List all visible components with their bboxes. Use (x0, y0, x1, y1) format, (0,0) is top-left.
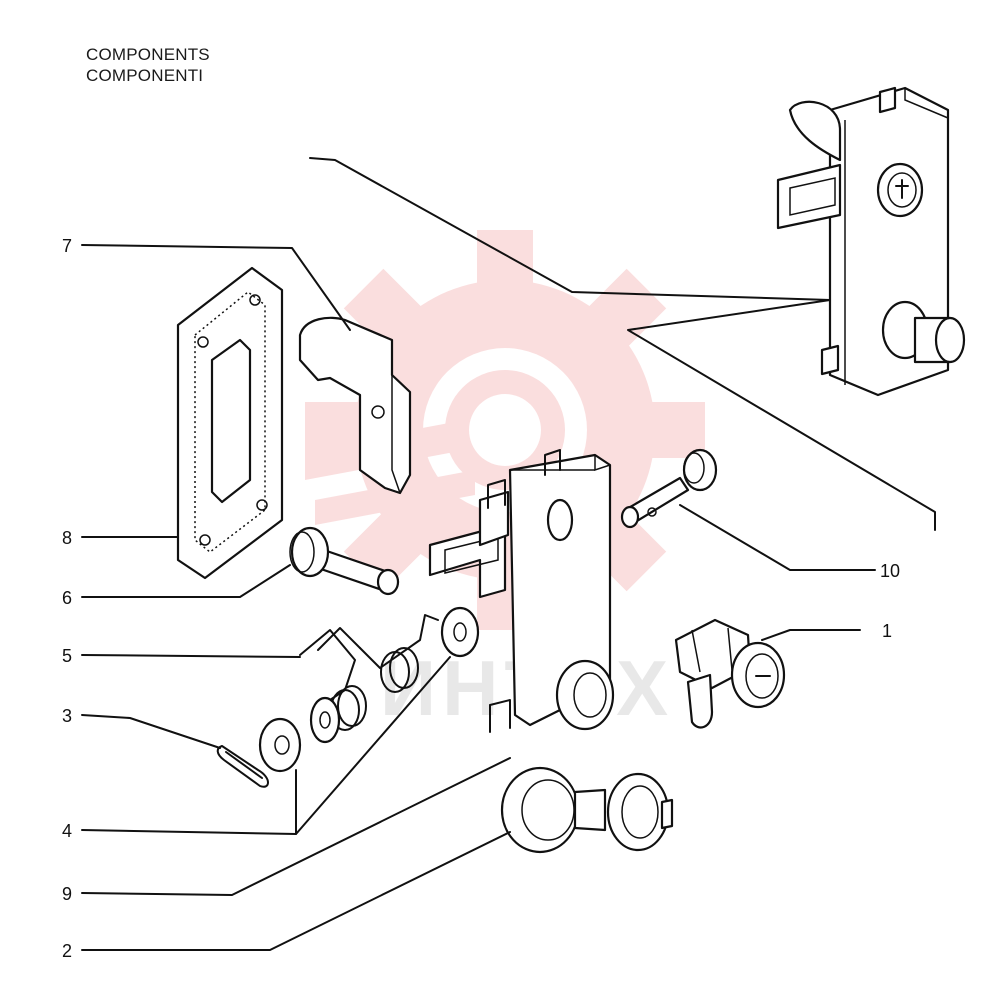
title-english: COMPONENTS (86, 45, 210, 64)
assembled-lock-illustration (776, 86, 966, 397)
bolt-part (620, 448, 718, 529)
diagram-title: COMPONENTS COMPONENTI (86, 44, 210, 86)
pin-part (289, 526, 400, 596)
callout-9: 9 (62, 884, 72, 904)
callout-2: 2 (62, 941, 72, 961)
latch-plate-part (298, 316, 412, 495)
callout-numbers: 7 8 6 5 3 4 9 2 10 1 (62, 236, 900, 961)
gear-watermark-icon: ИНТЕХ (305, 230, 705, 732)
gasket-part (176, 266, 284, 580)
callout-leaders (81, 244, 876, 951)
assembly-leader-lines (309, 157, 936, 531)
title-italian: COMPONENTI (86, 66, 204, 85)
callout-3: 3 (62, 706, 72, 726)
callout-1: 1 (882, 621, 892, 641)
callout-5: 5 (62, 646, 72, 666)
rubber-cover-part (500, 766, 674, 854)
callout-7: 7 (62, 236, 72, 256)
callout-4: 4 (62, 821, 72, 841)
washer-parts (258, 606, 480, 773)
callout-10: 10 (880, 561, 900, 581)
cylinder-lock-part (674, 618, 786, 729)
callout-6: 6 (62, 588, 72, 608)
callout-8: 8 (62, 528, 72, 548)
lock-body-part (428, 449, 615, 733)
cotter-pin-part (216, 745, 269, 788)
